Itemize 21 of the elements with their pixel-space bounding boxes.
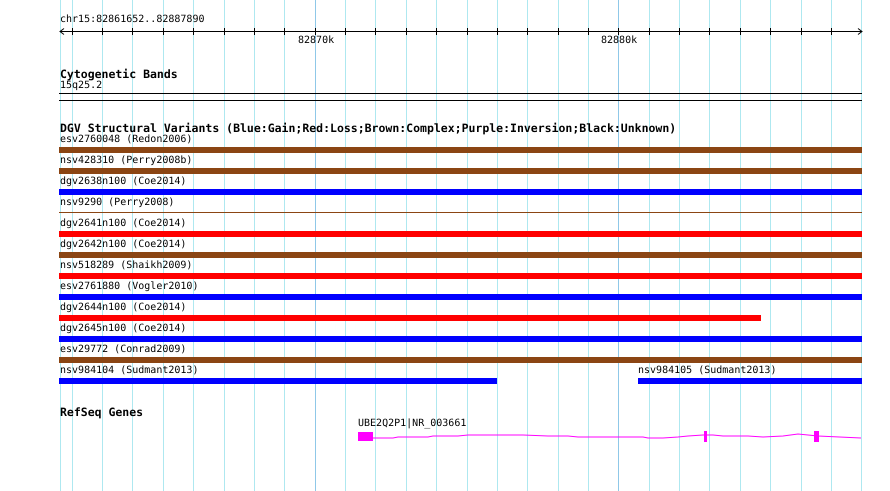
variant-label: dgv2645n100 (Coe2014) — [60, 323, 186, 335]
variant-label: nsv984104 (Sudmant2013) — [60, 365, 198, 377]
variant-label: esv2760048 (Redon2006) — [60, 134, 192, 146]
variant-label: nsv428310 (Perry2008b) — [60, 155, 192, 167]
variant-label: esv29772 (Conrad2009) — [60, 344, 186, 356]
position-label: chr15:82861652..82887890 — [60, 14, 204, 26]
variant-label: dgv2642n100 (Coe2014) — [60, 239, 186, 251]
variant-label: nsv984105 (Sudmant2013) — [638, 365, 776, 377]
track-title: Cytogenetic Bands — [60, 68, 178, 80]
variant-label: dgv2641n100 (Coe2014) — [60, 218, 186, 230]
variant-label: esv2761880 (Vogler2010) — [60, 281, 198, 293]
track-title: RefSeq Genes — [60, 406, 144, 418]
variant-label: dgv2638n100 (Coe2014) — [60, 176, 186, 188]
gene-label: UBE2Q2P1|NR_003661 — [358, 418, 466, 430]
tick-label: 82870k — [298, 35, 334, 47]
tick-label: 82880k — [601, 35, 638, 47]
variant-label: nsv9290 (Perry2008) — [60, 197, 174, 209]
track-title: DGV Structural Variants (Blue:Gain;Red:Loss;Brown:Complex;Purple:Inversion;Black:Unknown) — [60, 122, 676, 134]
band-label: 15q25.2 — [60, 80, 102, 92]
variant-label: nsv518289 (Shaikh2009) — [60, 260, 192, 272]
variant-label: dgv2644n100 (Coe2014) — [60, 302, 186, 314]
